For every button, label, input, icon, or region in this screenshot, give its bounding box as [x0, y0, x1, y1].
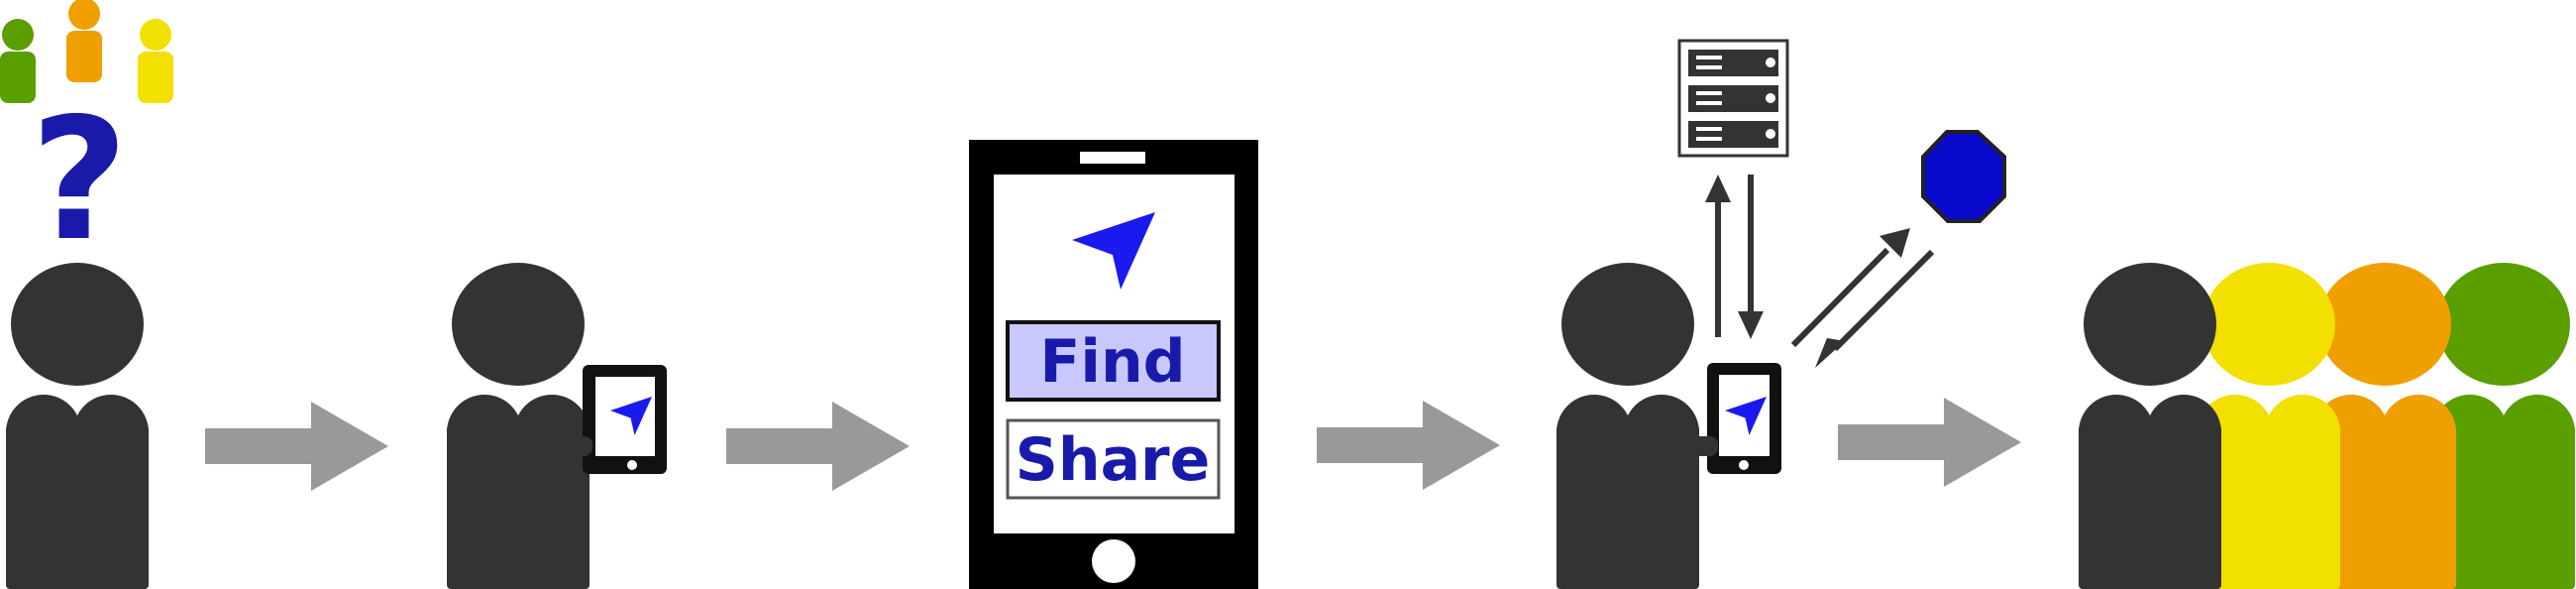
small-person-orange-head — [68, 0, 100, 30]
person-icon-2 — [447, 263, 590, 589]
arrow-up-to-server — [1705, 175, 1731, 337]
arrow-down-from-server — [1738, 175, 1764, 339]
person-icon-1 — [6, 263, 149, 589]
small-person-yellow-body — [138, 52, 173, 103]
octagon-icon — [1921, 130, 2006, 223]
share-button-label: Share — [1016, 425, 1211, 495]
find-button-label: Find — [1039, 327, 1185, 397]
server-icon — [1677, 39, 1789, 158]
arrow-from-device — [1815, 249, 1935, 368]
phone-home-button[interactable] — [1092, 539, 1135, 583]
smartphone-icon-small — [563, 365, 667, 474]
find-button[interactable]: Find — [1006, 320, 1221, 402]
small-person-green-head — [2, 19, 34, 51]
person-icon-5 — [2079, 263, 2221, 589]
small-person-yellow — [138, 19, 173, 103]
smartphone-icon-small — [1690, 363, 1781, 474]
share-button[interactable]: Share — [1006, 418, 1221, 500]
small-person-green — [0, 19, 36, 103]
step-arrow-3 — [1317, 401, 1500, 490]
small-person-yellow-head — [140, 19, 171, 51]
step-arrow-1 — [205, 402, 388, 491]
small-person-orange-body — [66, 31, 102, 82]
smartphone-large: Find Share — [969, 140, 1258, 589]
question-mark-icon: ? — [31, 82, 129, 279]
step-arrow-4 — [1838, 398, 2021, 487]
arrow-to-device — [1790, 228, 1910, 348]
small-person-orange — [66, 0, 102, 82]
person-icon-4 — [1556, 263, 1699, 589]
step-arrow-2 — [726, 402, 910, 491]
small-person-green-body — [0, 52, 36, 103]
phone-speaker — [1080, 152, 1145, 164]
